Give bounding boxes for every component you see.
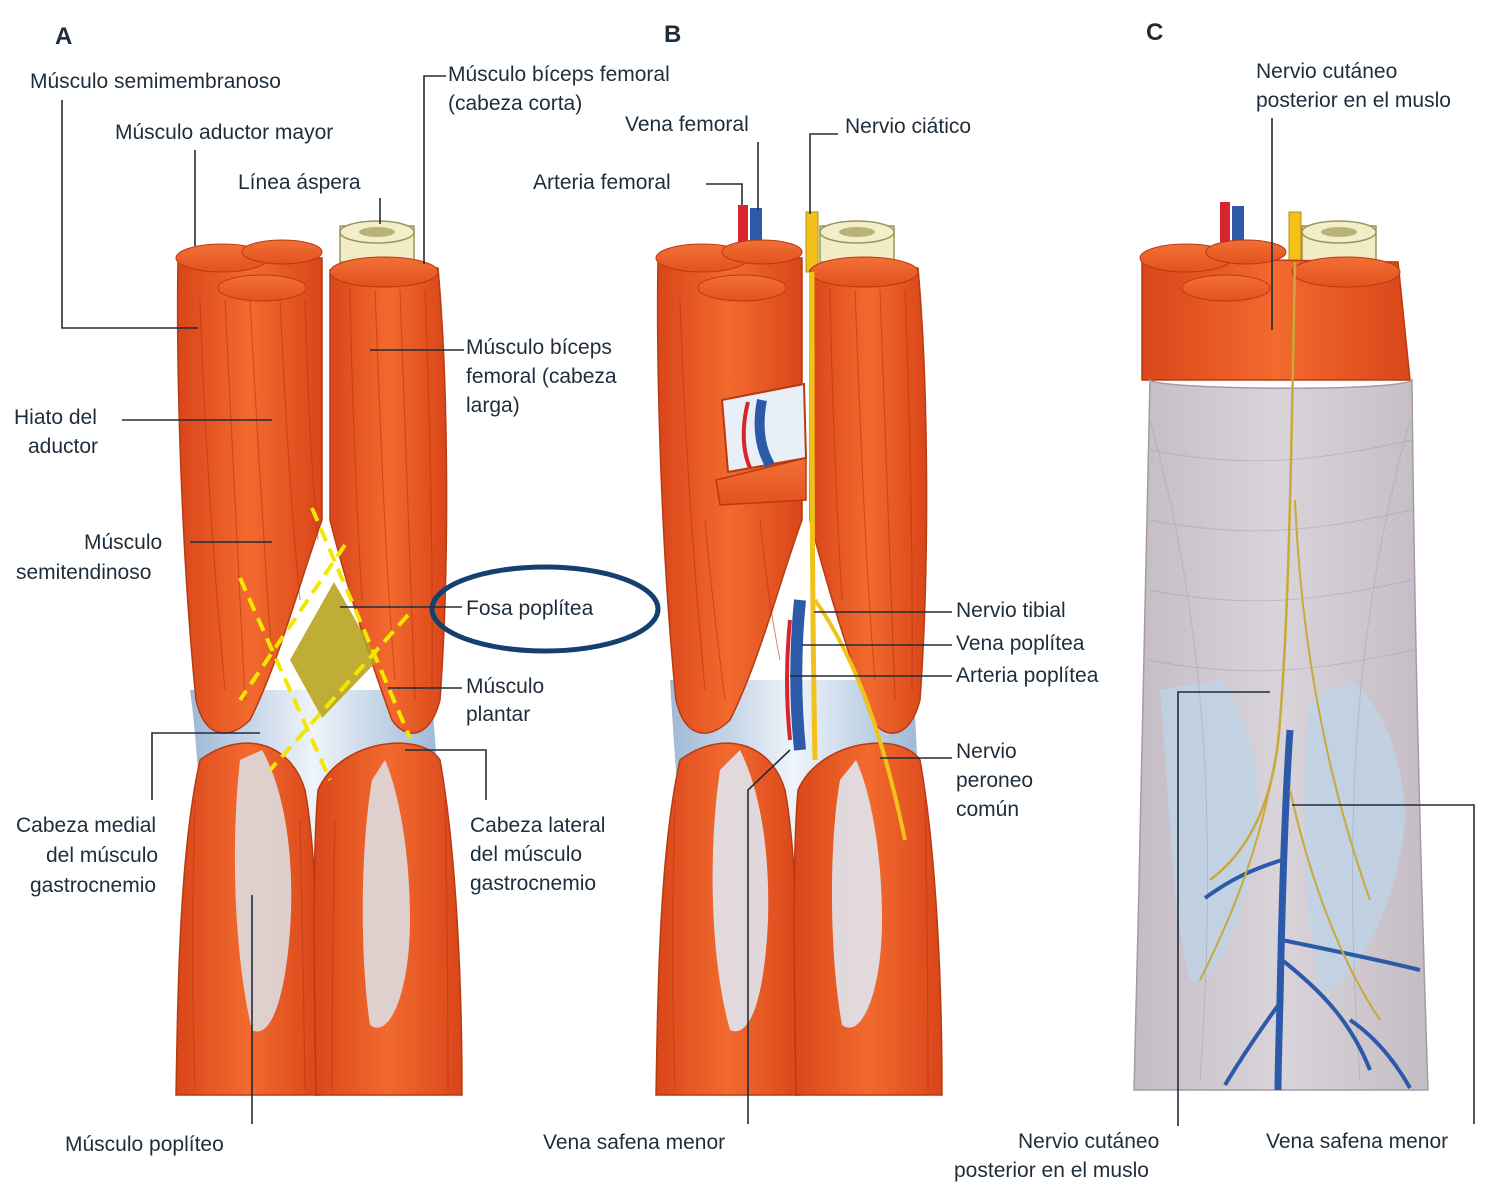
femoral-artery-top bbox=[738, 205, 748, 245]
label-cabeza-medial-3: gastrocnemio bbox=[30, 874, 156, 897]
posterior-cutaneous-nerve bbox=[1209, 261, 1297, 881]
aponeurosis-lateral-a bbox=[362, 760, 410, 1028]
label-cutaneo-top-2: posterior en el muslo bbox=[1256, 89, 1451, 112]
femur-bone-a bbox=[339, 220, 415, 263]
femoral-vein-top bbox=[750, 208, 762, 248]
label-vena-femoral: Vena femoral bbox=[625, 113, 749, 136]
hiatus-vein bbox=[754, 399, 775, 468]
label-hiato-2: aductor bbox=[28, 435, 98, 458]
sciatic-nerve-top-c bbox=[1288, 211, 1302, 263]
popliteal-vein bbox=[790, 599, 806, 751]
label-peroneo-1: Nervio bbox=[956, 740, 1017, 763]
aponeurosis-medial-b bbox=[712, 750, 769, 1032]
label-arteria-femoral: Arteria femoral bbox=[533, 171, 671, 194]
common-peroneal-nerve bbox=[813, 598, 907, 841]
label-biceps-larga-3: larga) bbox=[466, 394, 520, 417]
panel-a: A Músculo semimembranoso Músculo aductor… bbox=[14, 23, 670, 1156]
label-cabeza-lateral-3: gastrocnemio bbox=[470, 872, 596, 895]
label-cutaneo-top-1: Nervio cutáneo bbox=[1256, 60, 1397, 83]
label-hiato-1: Hiato del bbox=[14, 406, 97, 429]
hiatus-artery bbox=[741, 401, 752, 469]
cut-muscle-ends-a bbox=[175, 239, 439, 302]
fossa-dashed-lines bbox=[238, 507, 412, 781]
label-biceps-corta-1: Músculo bíceps femoral bbox=[448, 63, 670, 86]
label-biceps-larga-1: Músculo bíceps bbox=[466, 336, 612, 359]
label-cutaneo-bottom-2: posterior en el muslo bbox=[954, 1159, 1149, 1182]
label-nervio-ciatico: Nervio ciático bbox=[845, 115, 971, 138]
label-safena-menor-c: Vena safena menor bbox=[1266, 1130, 1448, 1153]
aponeurosis-lateral-b bbox=[831, 760, 882, 1028]
leader-lines-c bbox=[1177, 118, 1475, 1126]
semimembranosus-muscle bbox=[176, 257, 323, 734]
femoral-artery-top-c bbox=[1220, 202, 1230, 242]
small-saphenous-vein bbox=[1274, 729, 1294, 1091]
cut-muscle-ends-c bbox=[1139, 239, 1401, 302]
label-cutaneo-bottom-1: Nervio cutáneo bbox=[1018, 1130, 1159, 1153]
saphenous-tributaries bbox=[1203, 858, 1421, 1089]
sciatic-nerve-top bbox=[805, 211, 819, 273]
fossa-label-ellipse bbox=[429, 564, 661, 654]
label-peroneo-2: peroneo bbox=[956, 769, 1033, 792]
label-cabeza-medial-1: Cabeza medial bbox=[16, 814, 156, 837]
label-aductor-mayor: Músculo aductor mayor bbox=[115, 121, 333, 144]
popliteal-artery bbox=[785, 619, 792, 741]
cut-muscle-ends-b bbox=[655, 239, 919, 302]
label-cabeza-medial-2: del músculo bbox=[46, 844, 158, 867]
label-biceps-corta-2: (cabeza corta) bbox=[448, 92, 582, 115]
panel-label-c: C bbox=[1146, 19, 1163, 46]
label-biceps-larga-2: femoral (cabeza bbox=[466, 365, 617, 388]
leader-lines-b bbox=[706, 133, 952, 1124]
panel-c: C Nervio cutáneo posterior en el muslo N… bbox=[954, 19, 1475, 1182]
muscle-fibers-a bbox=[192, 289, 449, 1091]
femoral-vein-top-c bbox=[1232, 206, 1244, 246]
label-plantar-1: Músculo bbox=[466, 675, 544, 698]
leader-lines-a bbox=[61, 75, 487, 1124]
label-cabeza-lateral-1: Cabeza lateral bbox=[470, 814, 605, 837]
label-cabeza-lateral-2: del músculo bbox=[470, 843, 582, 866]
label-semitendinoso-1: Músculo bbox=[84, 531, 162, 554]
label-semitendinoso-2: semitendinoso bbox=[16, 561, 151, 584]
popliteal-fossa-highlight bbox=[290, 582, 378, 718]
biceps-femoris-b bbox=[809, 267, 928, 734]
femur-bone-b bbox=[819, 220, 895, 263]
label-arteria-poplitea: Arteria poplítea bbox=[956, 664, 1099, 687]
label-semimembranoso: Músculo semimembranoso bbox=[30, 70, 281, 93]
label-vena-poplitea: Vena poplítea bbox=[956, 632, 1085, 655]
label-nervio-tibial: Nervio tibial bbox=[956, 599, 1066, 622]
label-linea-aspera: Línea áspera bbox=[238, 171, 361, 194]
cut-flap-b bbox=[715, 457, 807, 506]
tibial-nerve bbox=[809, 271, 818, 761]
aponeurosis-medial-a bbox=[234, 750, 292, 1032]
panel-label-a: A bbox=[55, 23, 72, 50]
muscle-fibers-b bbox=[672, 289, 929, 1091]
panel-label-b: B bbox=[664, 21, 681, 48]
label-fosa-poplitea: Fosa poplítea bbox=[466, 597, 594, 620]
label-safena-menor-b: Vena safena menor bbox=[543, 1131, 725, 1154]
label-peroneo-3: común bbox=[956, 798, 1019, 821]
label-popliteo: Músculo poplíteo bbox=[65, 1133, 224, 1156]
panel-b: B Vena femoral Nervio ciático Arteria fe… bbox=[533, 21, 1099, 1154]
cutaneous-nerve-branches bbox=[1199, 499, 1381, 1021]
femur-bone-c bbox=[1301, 220, 1377, 263]
label-plantar-2: plantar bbox=[466, 703, 530, 726]
